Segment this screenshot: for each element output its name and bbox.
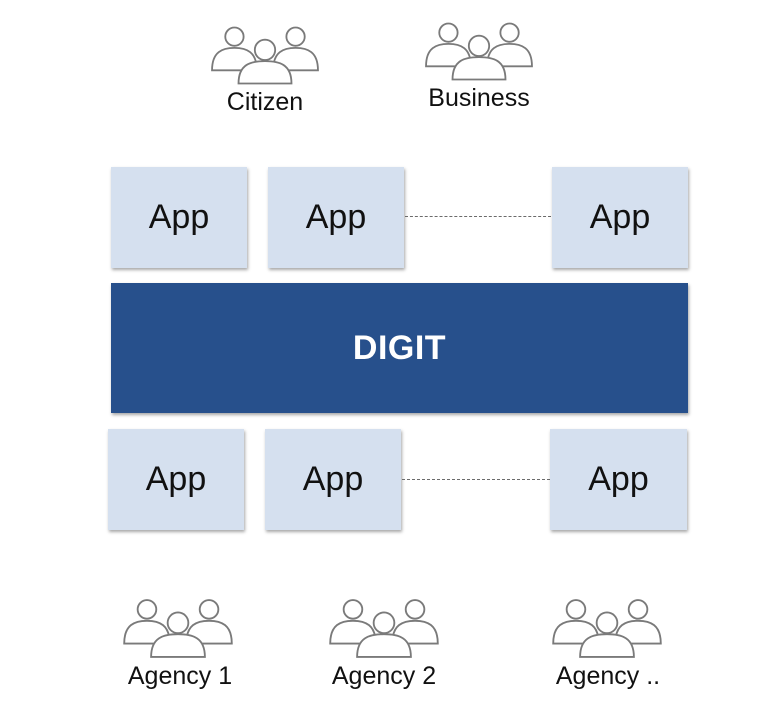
agency-2-label: Agency 2 (331, 662, 437, 690)
top-apps-connector (405, 216, 551, 217)
agency-more-people-icon (552, 599, 662, 658)
business-label: Business (428, 84, 530, 112)
agency-more-label: Agency .. (555, 662, 661, 690)
bottom-app-box-1: App (108, 429, 244, 530)
agency-2-people-icon (329, 599, 439, 658)
agency-1-label: Agency 1 (127, 662, 233, 690)
agency-1-people-icon (123, 599, 233, 658)
bottom-app-box-2: App (265, 429, 401, 530)
citizen-people-icon (211, 26, 319, 85)
bottom-app-box-3: App (550, 429, 687, 530)
top-app-box-3: App (552, 167, 688, 268)
citizen-label: Citizen (226, 88, 304, 116)
bottom-apps-connector (402, 479, 550, 480)
top-app-box-2: App (268, 167, 404, 268)
business-people-icon (425, 22, 533, 81)
digit-platform-band: DIGIT (111, 283, 688, 413)
top-app-box-1: App (111, 167, 247, 268)
